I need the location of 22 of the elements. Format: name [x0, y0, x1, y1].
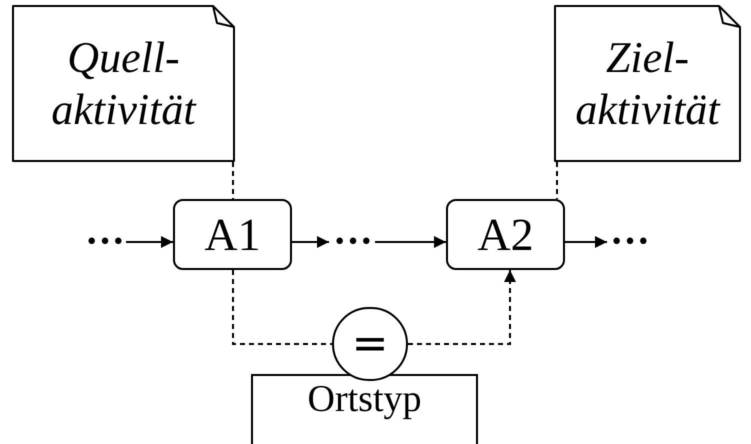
- ellipsis-text: ···: [607, 218, 653, 264]
- arrow: [126, 236, 173, 248]
- node-label: Ortstyp: [308, 380, 422, 418]
- note-shape: [554, 5, 741, 162]
- dashed-connector: [556, 162, 558, 199]
- node-label: =: [352, 322, 388, 366]
- ellipsis-text: ···: [82, 218, 128, 264]
- arrow: [563, 236, 607, 248]
- note-shape: [12, 5, 235, 162]
- node-label: A1: [204, 212, 261, 258]
- ellipsis-text: ···: [329, 218, 377, 264]
- activity-box: [446, 199, 565, 270]
- node-label: A2: [477, 212, 534, 258]
- note-text: Ziel- aktivität: [574, 32, 722, 136]
- arrow: [290, 236, 329, 248]
- dashed-connector: [408, 270, 516, 345]
- note-text: Quell- aktivität: [50, 32, 198, 136]
- arrow: [375, 236, 446, 248]
- activity-box: [173, 199, 292, 270]
- dashed-connector: [232, 162, 234, 199]
- type-box: [251, 374, 478, 444]
- dashed-connector: [232, 270, 332, 345]
